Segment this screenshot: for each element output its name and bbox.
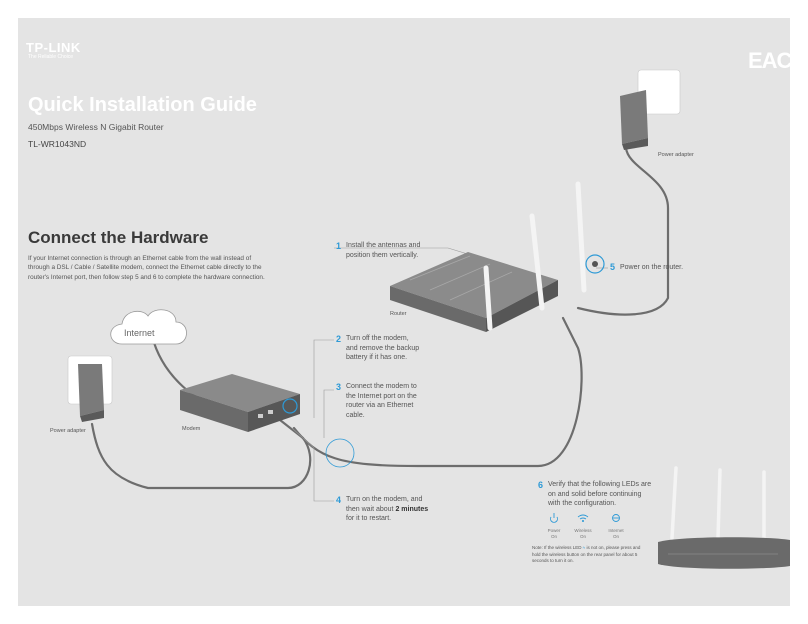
modem-power-cable — [90, 418, 312, 490]
note-text-before: Note: If the wireless LED — [532, 545, 582, 550]
step2-number: 2 — [336, 334, 342, 344]
eac-cert-mark: EAC — [748, 48, 790, 73]
wireless-led-name: Wireless — [574, 528, 592, 533]
step3-connector — [323, 389, 334, 438]
step4-text-before: Turn on the modem, and then wait about — [346, 496, 423, 513]
step1-text: Install the antennas and position them v… — [346, 242, 421, 259]
left-power-adapter-icon — [67, 355, 113, 422]
wireless-led-state: On — [579, 533, 586, 539]
hardware-illustration — [67, 69, 790, 569]
router-label: Router — [390, 311, 407, 317]
note-text-after: is not on, please press and hold the wir… — [532, 545, 641, 563]
step3-number: 3 — [336, 382, 342, 392]
internet-led-state: On — [612, 533, 619, 539]
page-title: Quick Installation Guide — [28, 94, 257, 116]
step4-text: Turn on the modem, and then wait about 2… — [346, 495, 428, 524]
wifi-led-icon — [577, 514, 589, 523]
brand-tagline: The Reliable Choice — [28, 54, 74, 60]
router-device-icon — [390, 181, 605, 332]
power-led-state: On — [550, 533, 557, 539]
brand-logo: TP-LINK — [26, 40, 81, 55]
internet-led-name: Internet — [608, 528, 624, 533]
step4-text-after: for it to restart. — [346, 515, 392, 523]
top-power-adapter-label: Power adapter — [658, 152, 694, 158]
internet-label: Internet — [124, 328, 155, 338]
modem-label: Modem — [182, 426, 201, 432]
section-intro: If your Internet connection is through a… — [28, 255, 265, 281]
step6-number: 6 — [538, 480, 544, 490]
step5-text: Power on the router. — [620, 264, 684, 271]
top-power-adapter-icon — [620, 69, 681, 150]
section-heading: Connect the Hardware — [28, 228, 209, 247]
left-power-adapter-label: Power adapter — [50, 428, 86, 434]
step4-text-bold: 2 minutes — [395, 505, 429, 513]
wifi-inline-icon: ≈ — [582, 545, 586, 550]
step2-text: Turn off the modem, and remove the backu… — [346, 335, 420, 362]
modem-device-icon — [180, 374, 300, 432]
step4-number: 4 — [336, 495, 342, 505]
step5-number: 5 — [610, 262, 616, 272]
step4-connector — [291, 427, 334, 502]
router-power-cable — [576, 146, 670, 316]
step3-text: Connect the modem to the Internet port o… — [346, 383, 417, 419]
product-subtitle: 450Mbps Wireless N Gigabit Router — [28, 122, 164, 132]
router-front-view-icon — [658, 466, 790, 569]
wireless-led-note: Note: If the wireless LED ≈ is not on, p… — [532, 545, 644, 565]
power-led-icon — [550, 513, 558, 523]
guide-page: TP-LINK The Reliable Choice EAC Quick In… — [18, 18, 790, 606]
power-led-name: Power — [547, 528, 561, 533]
model-number: TL-WR1043ND — [28, 139, 87, 149]
internet-cloud-icon — [110, 309, 187, 345]
cable-highlight-circle — [325, 438, 355, 468]
internet-led-icon — [612, 514, 620, 522]
step6-text: Verify that the following LEDs are on an… — [548, 481, 652, 508]
step2-connector — [313, 339, 334, 418]
step1-number: 1 — [336, 241, 342, 251]
ethernet-cable — [292, 316, 583, 468]
